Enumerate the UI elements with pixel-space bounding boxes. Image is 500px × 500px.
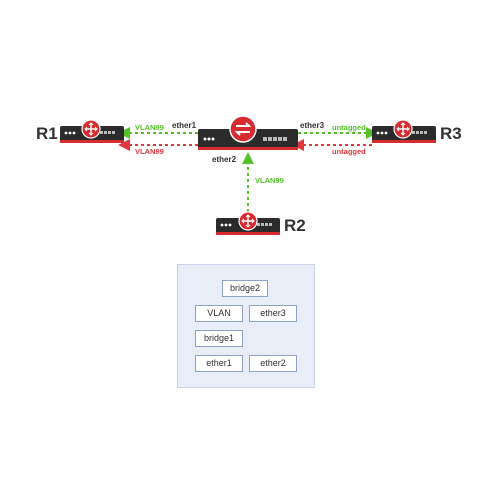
router-r1-label: R1 [36,124,58,143]
router-r3[interactable] [372,119,436,143]
router-r2-label: R2 [284,216,306,235]
port-label-ether2: ether2 [212,155,237,164]
node-bridge2: bridge2 [222,280,268,297]
port-label-ether3: ether3 [300,121,325,130]
switch-icon [229,115,257,143]
link-label-r3-green: untagged [332,123,366,132]
link-label-r1-red: VLAN99 [135,147,164,156]
node-bridge1: bridge1 [195,330,243,347]
link-label-r1-green: VLAN99 [135,123,164,132]
node-vlan: VLAN [195,305,243,322]
port-label-ether1: ether1 [172,121,197,130]
router-r3-label: R3 [440,124,462,143]
node-ether2: ether2 [249,355,297,372]
node-ether3: ether3 [249,305,297,322]
link-label-r3-red: untagged [332,147,366,156]
router-r1[interactable] [60,119,124,143]
router-r2[interactable] [216,211,280,235]
node-ether1: ether1 [195,355,243,372]
central-switch[interactable] [198,115,298,150]
link-label-r2-green: VLAN99 [255,176,284,185]
